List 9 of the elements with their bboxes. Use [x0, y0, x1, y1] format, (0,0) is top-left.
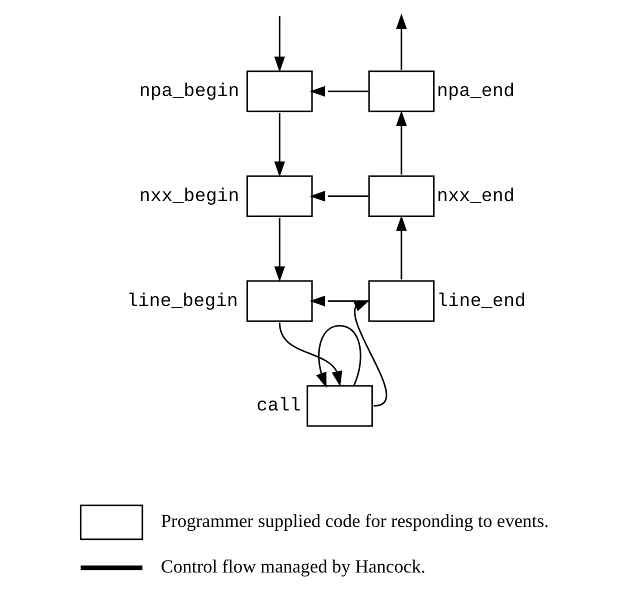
node-label: line_end [436, 290, 526, 312]
node-label: npa_begin [139, 81, 240, 102]
node-label: nxx_end [436, 186, 515, 207]
node-label: call [256, 396, 301, 417]
node-label: line_begin [126, 290, 238, 312]
node-label: nxx_begin [139, 186, 240, 207]
node-label: npa_end [436, 81, 515, 102]
legend-label: Programmer supplied code for responding to events. [160, 512, 549, 532]
legend-label: Control flow managed by Hancock. [160, 558, 426, 578]
